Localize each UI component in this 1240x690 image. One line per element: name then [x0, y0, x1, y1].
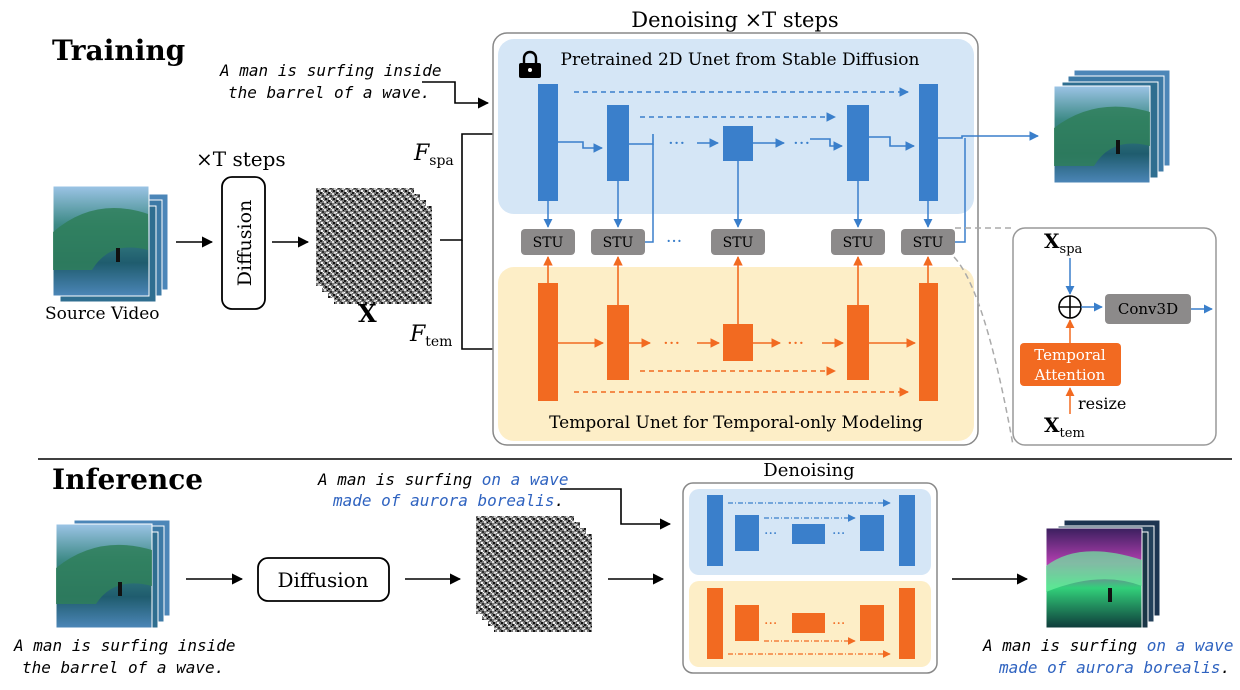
- training-heading: Training: [52, 34, 185, 67]
- output-prompt-plain: A man is surfing: [982, 636, 1147, 655]
- inf-spatial-dots-2: ···: [832, 526, 845, 542]
- output-prompt-blue2: made of aurora borealis: [998, 658, 1221, 677]
- f-tem-sub: tem: [425, 334, 452, 350]
- inference-source-stack: [55, 519, 171, 629]
- f-spa-main: F: [413, 141, 430, 166]
- inference-denoising-title: Denoising: [763, 460, 854, 481]
- inf-temporal-dots-2: ···: [832, 616, 845, 632]
- temporal-unet-blocks: [538, 283, 938, 401]
- stu-block-4: [831, 229, 885, 255]
- stu-block-1: [521, 229, 575, 255]
- prompt-to-unet-arrow: [422, 81, 490, 109]
- stu-detail-box: [1012, 227, 1217, 446]
- inference-edit-prompt-line1: A man is surfing on a wave: [317, 470, 568, 489]
- stu-detail-x-tem: Xtem: [1044, 413, 1085, 441]
- stu-label-4: STU: [843, 235, 874, 251]
- temporal-dots-1: ···: [663, 333, 680, 354]
- temporal-unet-title: Temporal Unet for Temporal-only Modeling: [549, 413, 923, 433]
- temporal-attention-line2: Attention: [1034, 366, 1106, 384]
- output-prompt-line2: made of aurora borealis.: [998, 658, 1230, 677]
- edit-prompt-end: .: [555, 491, 565, 510]
- training-diffusion-box: [221, 176, 266, 310]
- conv3d-block: [1105, 294, 1191, 324]
- inference-source-prompt-line2: the barrel of a wave.: [22, 658, 224, 677]
- inference-diffusion-box: [257, 557, 390, 602]
- temporal-attention-block: [1020, 343, 1121, 386]
- inference-heading: Inference: [52, 463, 203, 496]
- temporal-block-5: [919, 283, 938, 401]
- spatial-block-1: [538, 84, 558, 201]
- stu-detail-x-spa: Xspa: [1044, 229, 1083, 257]
- x-spa-main: X: [1044, 229, 1060, 253]
- edit-prompt-arrow: [560, 488, 672, 530]
- add-icon: [1058, 295, 1082, 319]
- inference-edit-prompt-line2: made of aurora borealis.: [332, 491, 564, 510]
- edit-prompt-blue1: on a wave: [482, 470, 569, 489]
- noise-latent-stack: [316, 188, 432, 304]
- training-prompt-line1: A man is surfing inside: [219, 61, 442, 80]
- denoising-title: Denoising ×T steps: [631, 8, 838, 32]
- stu-label-5: STU: [913, 235, 944, 251]
- x-spa-sub: spa: [1060, 242, 1083, 257]
- output-prompt-blue1: on a wave: [1147, 636, 1234, 655]
- lock-icon: [519, 50, 541, 78]
- output-video-stack: [1053, 69, 1171, 184]
- spatial-dots-1: ···: [668, 133, 685, 154]
- f-spa-sub: spa: [429, 153, 454, 169]
- latent-x-label: X: [358, 299, 377, 328]
- f-tem-label: Ftem: [409, 322, 452, 350]
- output-prompt-line1: A man is surfing on a wave: [982, 636, 1233, 655]
- stu-block-2: [591, 229, 645, 255]
- temporal-block-4: [847, 305, 869, 380]
- spatial-block-2: [607, 105, 629, 181]
- temporal-attention-line1: Temporal: [1034, 346, 1106, 364]
- temporal-block-1: [538, 283, 558, 401]
- training-diffusion-label: Diffusion: [234, 200, 256, 287]
- stu-label-1: STU: [533, 235, 564, 251]
- output-prompt-end: .: [1221, 658, 1231, 677]
- temporal-block-mid: [723, 324, 753, 361]
- edit-prompt-blue2: made of aurora borealis: [332, 491, 555, 510]
- temporal-block-2: [607, 305, 629, 380]
- training-prompt: A man is surfing inside the barrel of a …: [219, 61, 442, 102]
- x-tem-sub: tem: [1060, 426, 1085, 441]
- spatial-dots-2: ···: [793, 133, 810, 154]
- spatial-block-4: [847, 105, 869, 181]
- inference-source-prompt-line1: A man is surfing inside: [13, 636, 236, 655]
- inference-spatial-blocks: [707, 495, 915, 566]
- inference-diffusion-label: Diffusion: [277, 568, 368, 592]
- x-tem-main: X: [1044, 413, 1060, 437]
- times-t-steps: ×T steps: [196, 147, 286, 171]
- spatial-unet-title: Pretrained 2D Unet from Stable Diffusion: [561, 50, 920, 70]
- edited-video-stack: [1045, 519, 1161, 629]
- training-prompt-line2: the barrel of a wave.: [228, 83, 430, 102]
- spatial-unet-blocks: [538, 84, 938, 201]
- spatial-block-5: [919, 84, 938, 201]
- stu-label-3: STU: [723, 235, 754, 251]
- source-video-label: Source Video: [45, 304, 160, 324]
- temporal-dots-2: ···: [787, 333, 804, 354]
- f-spa-label: Fspa: [413, 141, 454, 169]
- conv3d-label: Conv3D: [1118, 300, 1178, 318]
- stu-block-5: [901, 229, 955, 255]
- inf-spatial-dots-1: ···: [764, 526, 777, 542]
- inference-temporal-blocks: [707, 588, 915, 659]
- source-video-stack: [52, 185, 169, 303]
- stu-dots: ···: [666, 232, 682, 252]
- resize-label: resize: [1078, 394, 1126, 413]
- edit-prompt-plain: A man is surfing: [317, 470, 482, 489]
- f-tem-main: F: [409, 322, 426, 347]
- stu-block-3: [711, 229, 765, 255]
- stu-row: [521, 229, 955, 255]
- inf-temporal-dots-1: ···: [764, 616, 777, 632]
- stu-label-2: STU: [603, 235, 634, 251]
- inference-noise-stack: [476, 516, 592, 632]
- spatial-block-mid: [723, 126, 753, 161]
